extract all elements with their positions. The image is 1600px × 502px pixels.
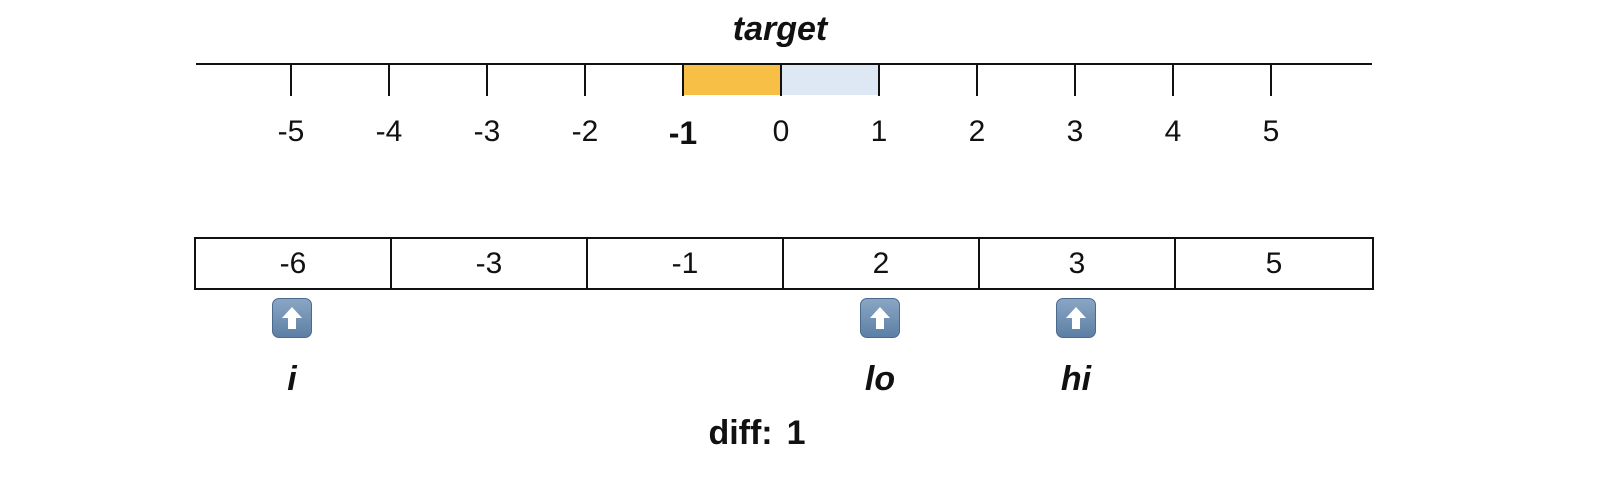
tick-label-emphasized: -1 [668, 115, 698, 151]
pointer-label: i [287, 360, 297, 398]
tick [878, 63, 880, 96]
tick [388, 63, 390, 96]
tick-label: -4 [375, 115, 403, 148]
array-cell: 2 [784, 239, 980, 288]
tick [1074, 63, 1076, 96]
tick-label: 1 [870, 115, 888, 148]
tick [584, 63, 586, 96]
array-cell: -1 [588, 239, 784, 288]
highlight-0-to-1 [782, 64, 880, 95]
array-cell: 5 [1176, 239, 1374, 288]
number-line-axis [196, 63, 1372, 65]
tick-label: -5 [277, 115, 305, 148]
tick-label: 5 [1262, 115, 1280, 148]
diff-readout: diff: 1 [708, 414, 805, 453]
tick-label: 4 [1164, 115, 1182, 148]
tick [682, 63, 684, 96]
pointer-i: i [232, 298, 352, 399]
tick [486, 63, 488, 96]
pointer-label: lo [864, 360, 896, 398]
pointer-lo: lo [820, 298, 940, 399]
array: -6 -3 -1 2 3 5 [194, 237, 1374, 290]
tick [976, 63, 978, 96]
tick-label: -3 [473, 115, 501, 148]
tick-label: 0 [772, 115, 790, 148]
diff-value: 1 [786, 414, 806, 452]
array-cell: 3 [980, 239, 1176, 288]
tick [780, 63, 782, 96]
up-arrow-icon [272, 298, 312, 338]
diff-label: diff: [708, 414, 773, 452]
tick [1172, 63, 1174, 96]
array-cell: -6 [196, 239, 392, 288]
tick-label: -2 [571, 115, 599, 148]
pointer-hi: hi [1016, 298, 1136, 399]
tick [1270, 63, 1272, 96]
tick-label: 2 [968, 115, 986, 148]
array-cell: -3 [392, 239, 588, 288]
pointer-label: hi [1060, 360, 1092, 398]
up-arrow-icon [1056, 298, 1096, 338]
highlight-neg1-to-0 [684, 64, 782, 95]
tick [290, 63, 292, 96]
tick-label: 3 [1066, 115, 1084, 148]
up-arrow-icon [860, 298, 900, 338]
target-label: target [732, 10, 828, 48]
